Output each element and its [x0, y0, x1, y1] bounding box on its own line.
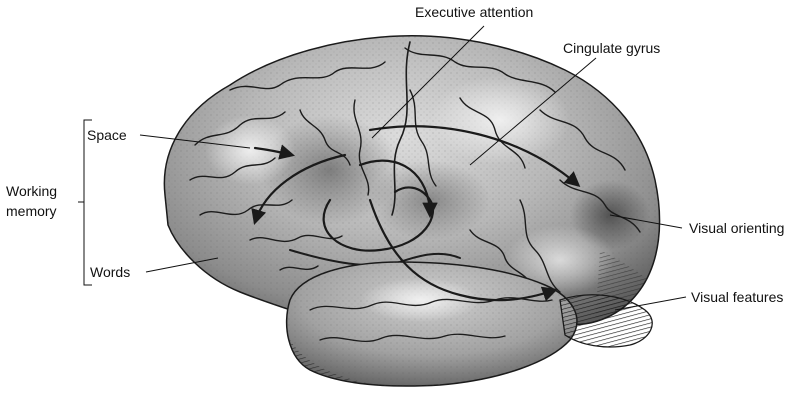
- label-working-memory-line1: Working: [6, 183, 57, 199]
- label-visual-features: Visual features: [691, 289, 783, 305]
- brain-illustration: [150, 30, 680, 400]
- label-visual-orienting: Visual orienting: [689, 220, 784, 236]
- label-working-memory-line2: memory: [6, 203, 57, 219]
- working-memory-bracket: [78, 120, 92, 285]
- cerebellum: [560, 295, 652, 347]
- label-space: Space: [87, 127, 127, 143]
- label-executive-attention: Executive attention: [415, 4, 533, 20]
- label-words: Words: [90, 264, 130, 280]
- label-cingulate-gyrus: Cingulate gyrus: [563, 40, 660, 56]
